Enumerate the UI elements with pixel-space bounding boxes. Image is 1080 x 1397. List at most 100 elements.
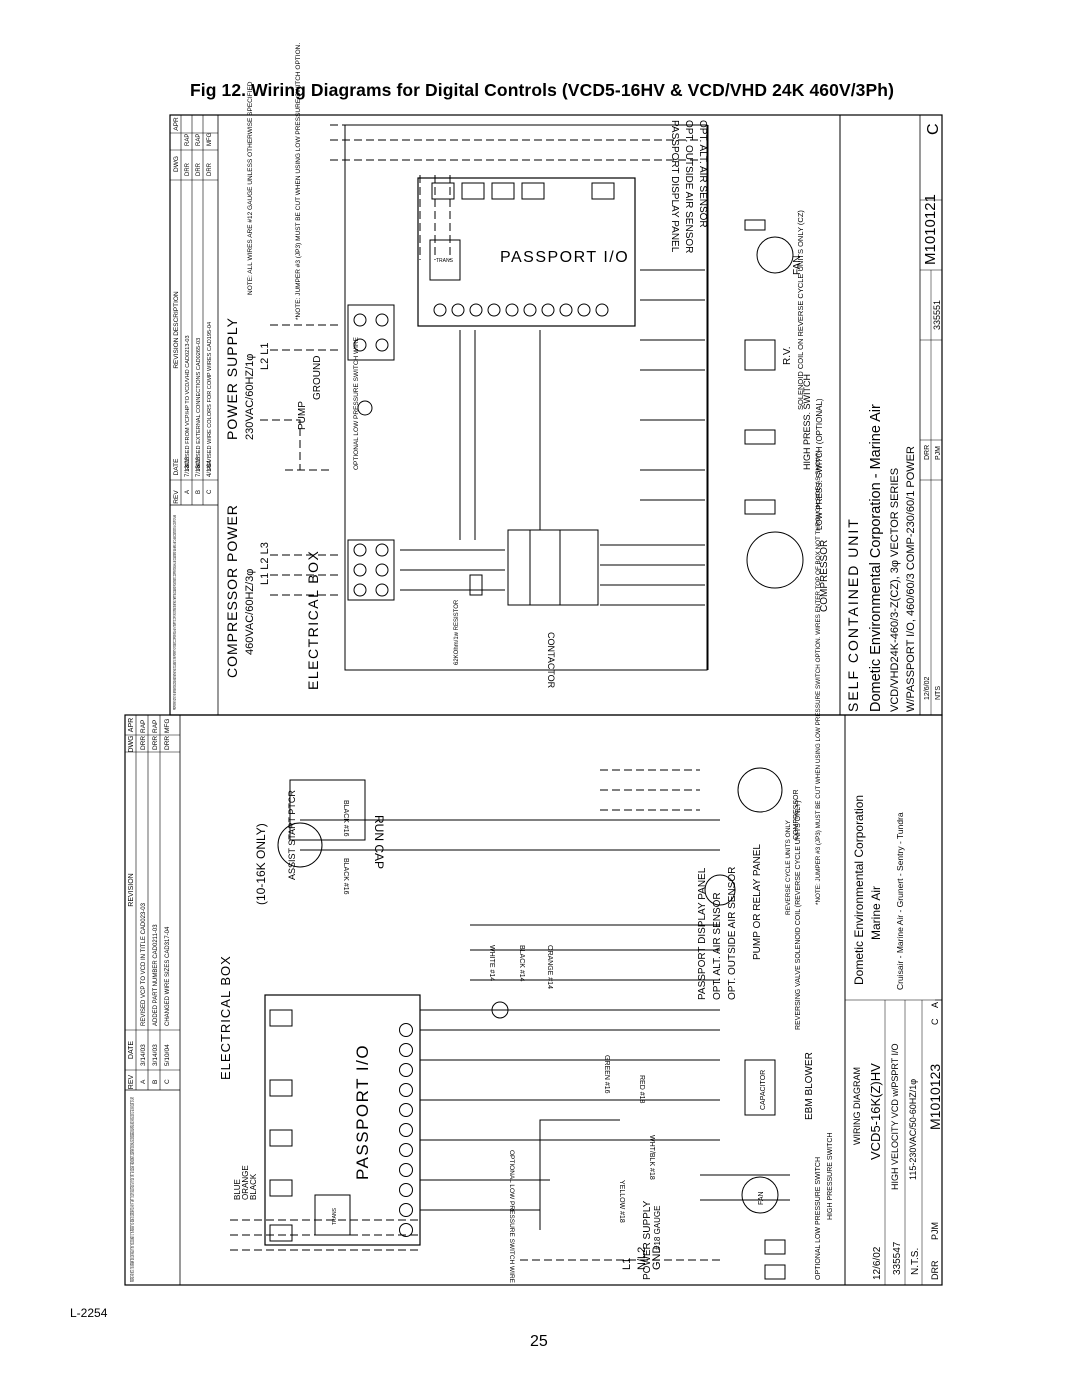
lower-proprietary-note: PROPRIETARY NOTE: THE INFORMATION CONTAI… (130, 1097, 136, 1282)
lower-board-terminal (399, 1223, 413, 1237)
lower-line-n: N/L2 (636, 1247, 648, 1270)
upper-board-terminal (577, 303, 591, 317)
upper-part-number: 335551 (932, 300, 942, 330)
upper-diagram: REVISION DESCRIPTION REV DATE DWG APR A7… (169, 43, 943, 716)
upper-power-supply: POWER SUPPLY (224, 317, 240, 440)
lower-capacitor: CAPACITOR (760, 1070, 767, 1110)
lower-model-sub1: HIGH VELOCITY VCD w/PSPRT I/O (890, 1043, 900, 1190)
lower-wire-color-label: ORANGE #14 (546, 945, 553, 989)
lower-sensor-display: PASSPORT DISPLAY PANEL (697, 867, 708, 1000)
lower-board-terminal (399, 1023, 413, 1037)
lower-line-gnd: GND (651, 1246, 663, 1271)
upper-low-press-label: LOW PRESS. SWITCH (OPTIONAL) (815, 398, 824, 530)
footer-code: L-2254 (70, 1306, 108, 1320)
lower-rev-desc-2: CHANGED WIRE SIZES CAD317-04 (165, 926, 171, 1026)
upper-title-block: SELF CONTAINED UNIT Dometic Environmenta… (839, 115, 942, 715)
upper-date: 12/6/02 (924, 677, 931, 700)
upper-field-wiring (260, 124, 700, 596)
lower-sensor-outside: OPT. OUTSIDE AIR SENSOR (727, 867, 738, 1000)
lower-wire-color-label: BLACK #16 (342, 800, 349, 837)
lower-passport-label: PASSPORT I/O (353, 1044, 372, 1180)
upper-board-terminal (505, 303, 519, 317)
upper-wire-runs (400, 269, 705, 606)
upper-rev-date-2: 4/1/04 (207, 460, 213, 477)
lower-line-l1: L1 (621, 1258, 633, 1270)
upper-electrical-box: ELECTRICAL BOX (305, 550, 321, 690)
upper-sensor-outside: OPT. OUTSIDE AIR SENSOR (683, 120, 694, 253)
lower-wire-color-label: WHT/BLK #18 (648, 1135, 655, 1180)
upper-rev-header-rev: REV (173, 490, 180, 504)
lower-date: 12/6/02 (872, 1246, 883, 1280)
lower-approved: PJM (930, 1222, 940, 1240)
lower-rev-date-0: 3/14/03 (140, 1044, 147, 1066)
upper-power-lines: L2 L1 (259, 342, 271, 370)
lower-part-number: 335547 (892, 1241, 903, 1275)
lower-rev-apr-0: RAP (140, 720, 147, 733)
lower-board-terminal (399, 1123, 413, 1137)
lower-size: C (930, 1018, 940, 1025)
upper-contactor-label: CONTACTOR (546, 632, 556, 689)
page-number: 25 (530, 1333, 548, 1350)
lower-power-supply: POWER SUPPLY (642, 1200, 653, 1280)
lower-components (277, 767, 786, 1280)
upper-rev-header-dwg: DWG (173, 156, 180, 172)
lower-rev: A (930, 1002, 940, 1008)
upper-apr-by: PJM (935, 446, 942, 460)
lower-wire-color-label: GREEN #16 (603, 1055, 610, 1094)
lower-wire-color-label: RED #18 (638, 1075, 645, 1104)
lower-rev-apr-1: RAP (152, 720, 159, 733)
upper-optional-lp: OPTIONAL LOW PRESSURE SWITCH WIRE (353, 336, 360, 470)
upper-board-terminal (487, 303, 501, 317)
lower-rev-desc-0: REVISED VCP TO VCD IN TITLE CAD023-03 (141, 902, 147, 1026)
upper-ground-label: GROUND (312, 356, 323, 400)
lower-drawing-no: M1010123 (927, 1064, 943, 1130)
lower-model-sub2: 115-230VAC/50-60HZ/1φ (908, 1079, 918, 1180)
upper-contactor: CONTACTOR 62KOhm/1w RESISTOR (454, 529, 599, 689)
upper-power-terminal (347, 304, 395, 416)
lower-board-terminal (399, 1083, 413, 1097)
lower-dashed-wiring (230, 769, 720, 1261)
upper-drawing-no: M1010121 (922, 194, 939, 265)
upper-board-terminal (559, 303, 573, 317)
upper-rev-date-0: 7/13/03 (185, 456, 191, 477)
upper-board-terminal (541, 303, 555, 317)
lower-rev-dwg-2: DRR (164, 736, 171, 750)
upper-passport-board: TRANS PASSPORT I/O (417, 177, 636, 327)
lower-rev-header-apr: APR (128, 718, 135, 732)
lower-rev-date-2: 5/10/04 (164, 1044, 171, 1066)
upper-board-terminal (451, 303, 465, 317)
upper-note2: *NOTE: JUMPER #3 (JP3) MUST BE CUT WHEN … (295, 43, 302, 320)
lower-rev-letter-1: B (152, 1080, 159, 1084)
lower-rev-dwg-1: DRR (152, 736, 159, 750)
lower-compressor: COMPRESSOR (793, 789, 800, 840)
lower-wiring-diagram: WIRING DIAGRAM (852, 1067, 862, 1145)
lower-assist: ASSIST START PTCR (287, 790, 297, 880)
lower-electrical-box: ELECTRICAL BOX (218, 955, 233, 1080)
upper-rev-date-1: 7/15/03 (196, 456, 202, 477)
upper-rev-apr-0: RAP (185, 134, 191, 146)
lower-rev-header-date: DATE (128, 1041, 135, 1059)
upper-rev-dwg-2: DRR (207, 162, 213, 176)
lower-wire-left-blue: BLUE (233, 1179, 242, 1200)
upper-solenoid-label: SOLENOID COIL ON REVERSE CYCLE UNITS ONL… (796, 210, 805, 410)
upper-display-panel: PASSPORT DISPLAY PANEL (669, 120, 680, 253)
upper-proprietary-note: PROPRIETARY NOTE: THE INFORMATION CONTAI… (172, 515, 177, 710)
lower-board-terminal (399, 1183, 413, 1197)
lower-board-terminal (399, 1103, 413, 1117)
upper-scale: NTS (935, 686, 942, 700)
lower-wire-color-label: BLACK #16 (342, 858, 349, 895)
upper-board-terminal (433, 303, 447, 317)
upper-revision-block: REVISION DESCRIPTION REV DATE DWG APR A7… (170, 115, 219, 715)
upper-rv-label: R.V. (782, 346, 793, 365)
upper-company: Dometic Environmental Corporation - Mari… (868, 404, 884, 712)
lower-run-cap: RUN CAP (372, 815, 386, 869)
lower-drawn: DRR (930, 1260, 940, 1280)
lower-trans-label: TRANS (332, 1207, 338, 1225)
lower-assist-note: (10-16K ONLY) (254, 823, 268, 905)
upper-compressor-terminal (347, 539, 395, 601)
lower-rev-dwg-0: DRR (140, 736, 147, 750)
lower-passport-board: TRANS PASSPORT I/O (264, 994, 421, 1246)
upper-compressor-lines: L1 L2 L3 (259, 542, 271, 585)
upper-rev-desc-2: REVISED WIRE COLORS FOR COMP WIRES CAD19… (207, 322, 213, 470)
